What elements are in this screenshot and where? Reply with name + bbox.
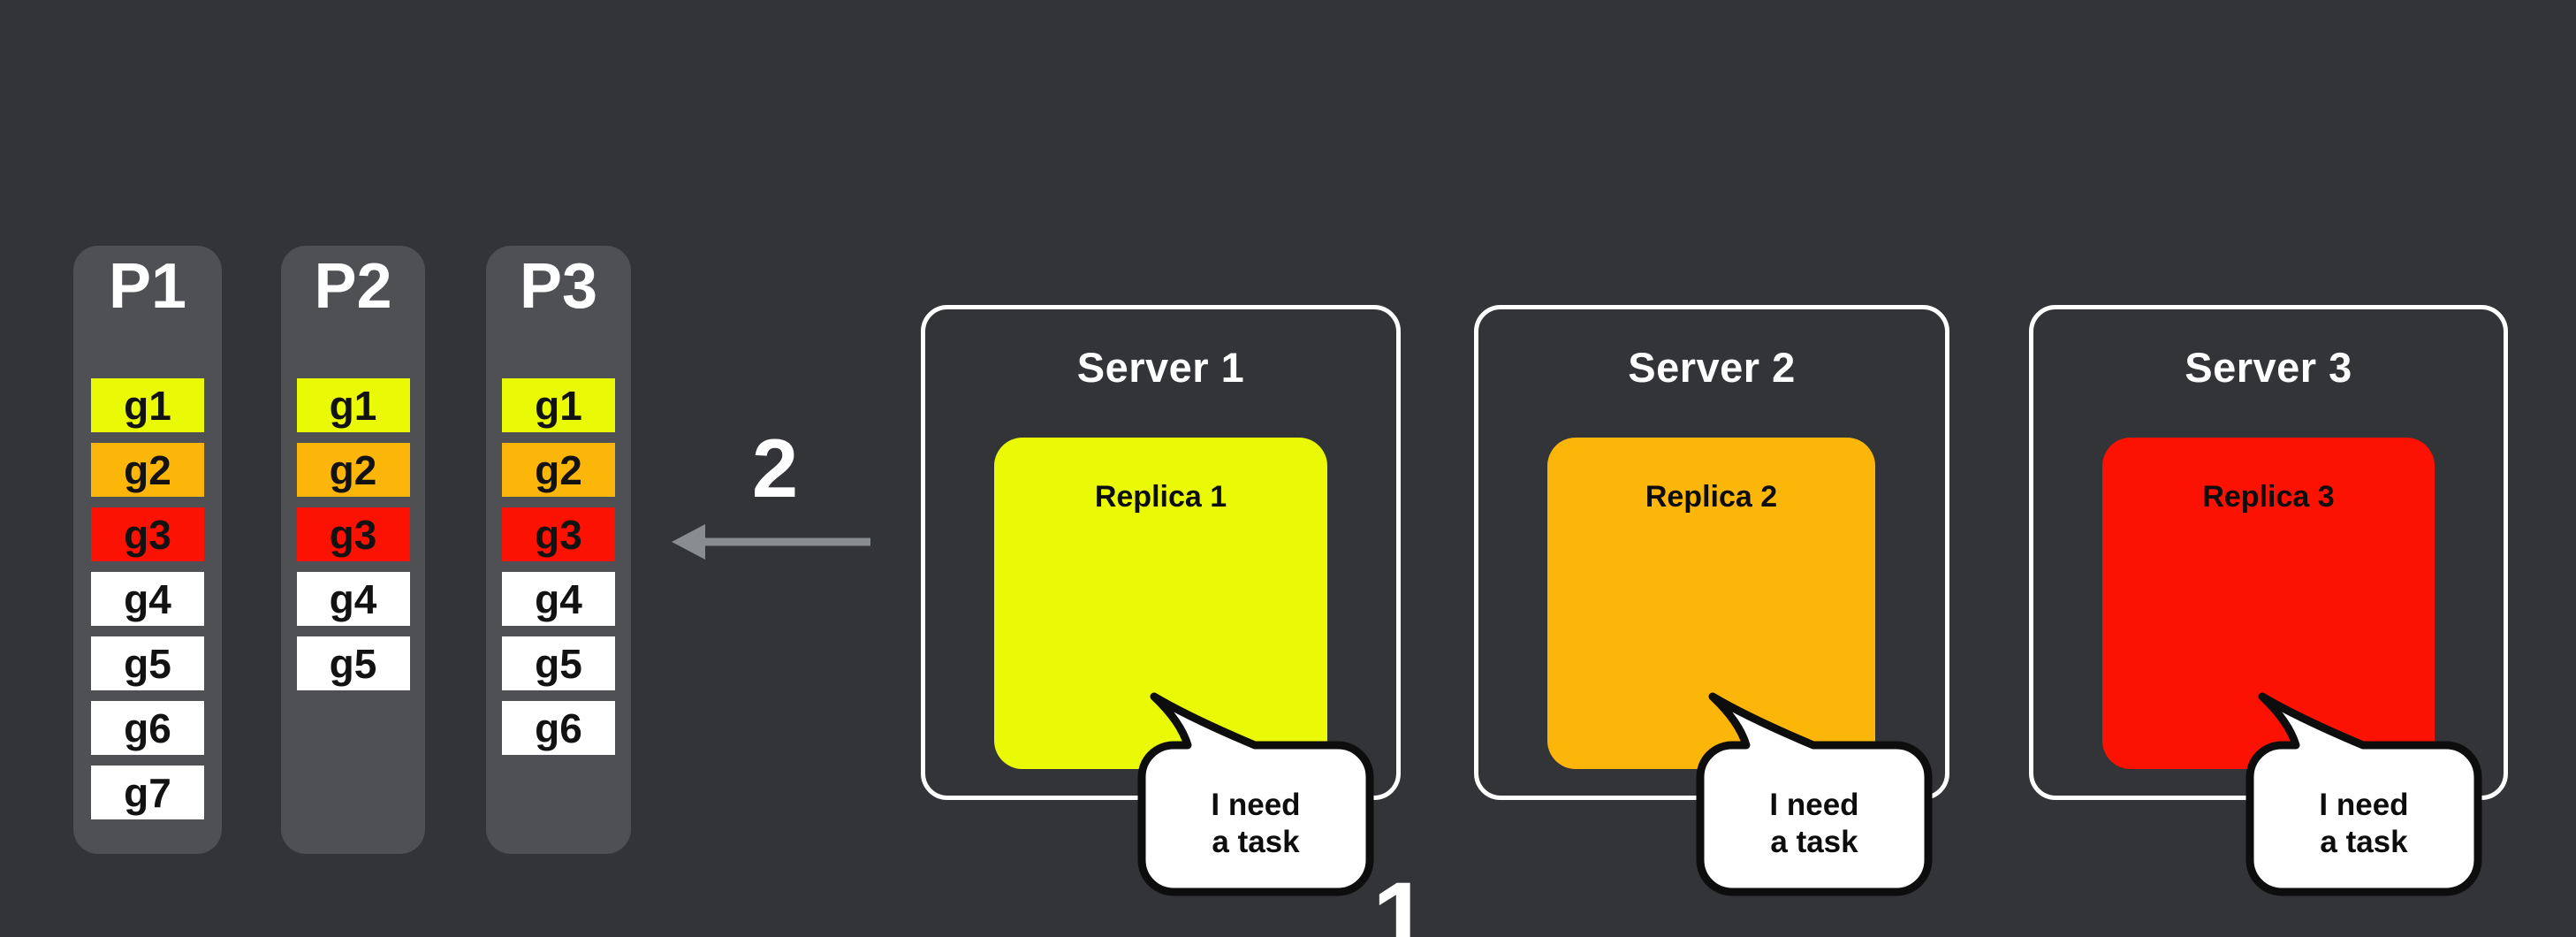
task-cell-g6: g6: [91, 701, 204, 755]
replica-3-box: Replica 3: [2102, 438, 2435, 769]
replica-2-box: Replica 2: [1547, 438, 1875, 769]
partition-p3: P3 g1 g2 g3 g4 g5 g6: [486, 246, 631, 854]
bubble-1-line-1: I need: [1211, 788, 1300, 822]
replica-1-box: Replica 1: [994, 438, 1327, 769]
task-cell-g5: g5: [91, 636, 204, 690]
speech-bubble-shape: [1696, 692, 1933, 896]
task-cell-g1: g1: [296, 378, 410, 432]
partition-p1: P1 g1 g2 g3 g4 g5 g6 g7: [73, 246, 222, 854]
server-3-title: Server 3: [2185, 344, 2352, 391]
partition-p3-title: P3: [519, 251, 598, 322]
speech-bubble-shape: [2245, 692, 2482, 896]
task-cell-g7: g7: [91, 766, 204, 819]
step-1-label: 1: [1372, 862, 1429, 937]
bubble-2-line-1: I need: [1769, 788, 1858, 822]
bubble-3-line-1: I need: [2319, 788, 2408, 822]
task-cell-g3: g3: [296, 507, 410, 561]
speech-bubble-shape: [1137, 692, 1374, 896]
task-cell-g5: g5: [502, 636, 615, 690]
partition-p1-task-list: g1 g2 g3 g4 g5 g6 g7: [73, 378, 222, 819]
task-cell-g1: g1: [91, 378, 204, 432]
task-cell-g1: g1: [502, 378, 615, 432]
bubble-3-line-2: a task: [2320, 825, 2408, 859]
step-2-label: 2: [751, 422, 799, 514]
server-1-title: Server 1: [1076, 344, 1245, 391]
server-3-box: Server 3: [2029, 305, 2508, 800]
task-cell-g4: g4: [91, 572, 204, 626]
task-cell-g4: g4: [502, 572, 615, 626]
replica-1-title: Replica 1: [1094, 480, 1227, 514]
server-2-title: Server 2: [1628, 344, 1796, 391]
partition-p2-task-list: g1 g2 g3 g4 g5: [281, 378, 425, 690]
bubble-2-line-2: a task: [1770, 825, 1858, 859]
partition-p2-title: P2: [314, 251, 392, 322]
partition-p3-task-list: g1 g2 g3 g4 g5 g6: [486, 378, 631, 755]
speech-bubble-server-2: I need a task: [1696, 692, 1933, 896]
task-cell-g5: g5: [296, 636, 410, 690]
replica-2-title: Replica 2: [1645, 480, 1778, 514]
task-cell-g3: g3: [502, 507, 615, 561]
task-cell-g3: g3: [91, 507, 204, 561]
task-cell-g4: g4: [296, 572, 410, 626]
task-cell-g6: g6: [502, 701, 615, 755]
task-cell-g2: g2: [91, 443, 204, 497]
bubble-1-line-2: a task: [1212, 825, 1300, 859]
speech-bubble-server-1: I need a task: [1137, 692, 1374, 896]
task-cell-g2: g2: [296, 443, 410, 497]
replica-3-title: Replica 3: [2202, 480, 2335, 514]
speech-bubble-server-3: I need a task: [2245, 692, 2482, 896]
left-arrow-icon: [672, 524, 870, 560]
partition-p1-title: P1: [108, 251, 187, 322]
task-cell-g2: g2: [502, 443, 615, 497]
partition-p2: P2 g1 g2 g3 g4 g5: [281, 246, 425, 854]
